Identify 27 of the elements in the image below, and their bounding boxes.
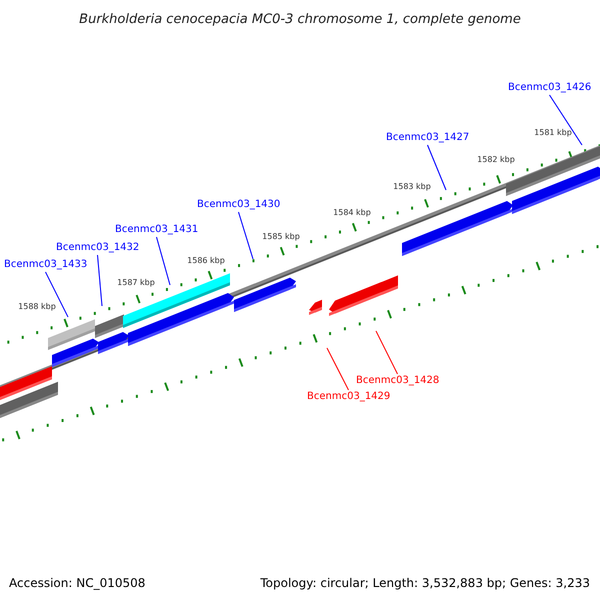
gene-label: Bcenmc03_1431 [115, 223, 198, 237]
footer-note: Accession: NC_010508 [9, 575, 146, 592]
scale-label: 1588 kbp [18, 302, 56, 312]
gene-label: Bcenmc03_1433 [4, 258, 88, 272]
scale-label: 1583 kbp [393, 182, 431, 192]
gene-label: Bcenmc03_1427 [386, 131, 470, 145]
leader-line [156, 236, 170, 286]
diagram-title: Burkholderia cenocepacia MC0-3 chromosome 1, complete genome [78, 11, 522, 29]
footer-note: Topology: circular; Length: 3,532,883 bp; Genes: 3,233 [260, 575, 590, 592]
gene-label: Bcenmc03_1426 [508, 81, 592, 95]
scale-label: 1586 kbp [187, 256, 225, 266]
leader-line [97, 254, 102, 306]
leader-line [326, 348, 349, 390]
gene-label: Bcenmc03_1432 [56, 241, 140, 255]
scale-label: 1585 kbp [262, 232, 300, 242]
leader-line [238, 212, 254, 260]
leader-line [549, 94, 582, 146]
scale-label: 1587 kbp [117, 278, 155, 288]
leader-line [376, 330, 398, 374]
leader-line [45, 272, 68, 318]
gene-label: Bcenmc03_1428 [356, 374, 440, 388]
leader-line [427, 144, 446, 190]
scale-label: 1584 kbp [333, 208, 371, 218]
scale-label: 1582 kbp [477, 155, 515, 165]
gene-label: Bcenmc03_1429 [307, 390, 390, 404]
gene-label: Bcenmc03_1430 [197, 198, 280, 212]
scale-label: 1581 kbp [534, 128, 572, 138]
